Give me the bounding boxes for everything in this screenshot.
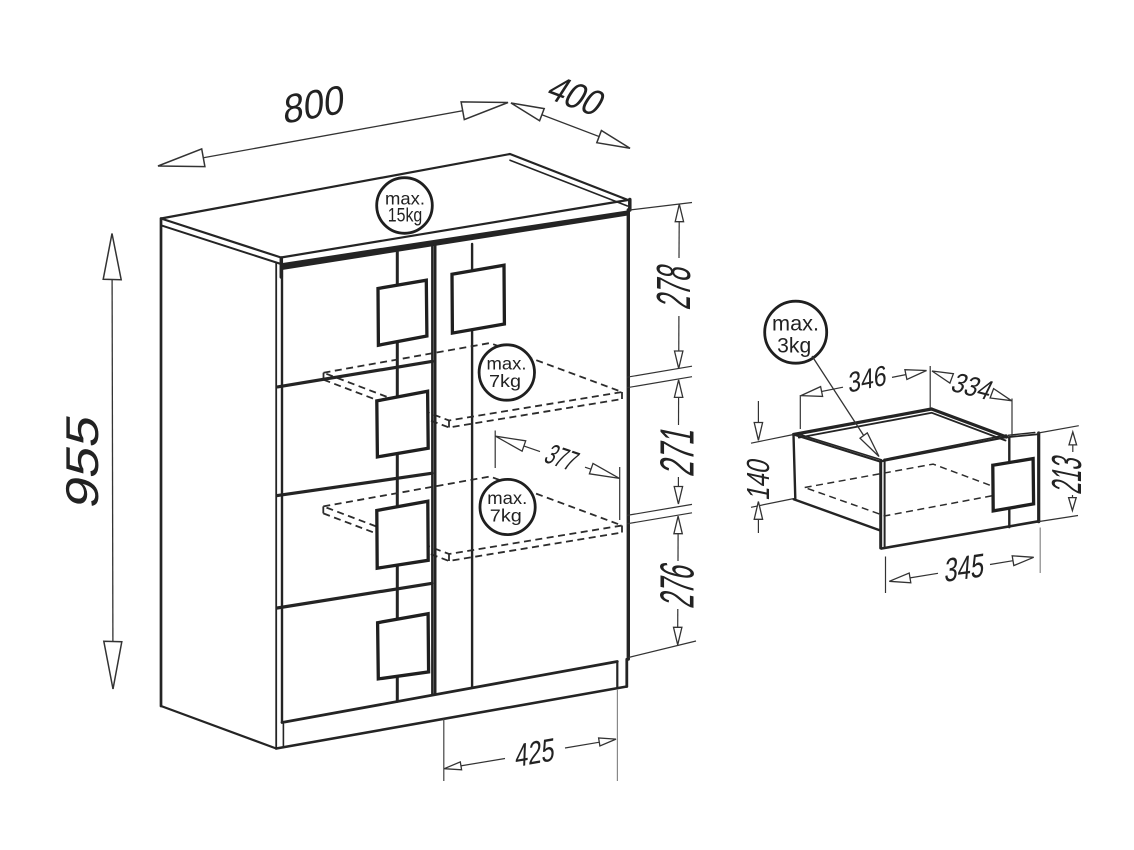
svg-text:7kg: 7kg (490, 505, 522, 525)
svg-text:max.: max. (772, 313, 819, 336)
svg-text:7kg: 7kg (489, 371, 521, 391)
svg-text:max.: max. (487, 488, 527, 508)
svg-text:345: 345 (943, 547, 985, 590)
svg-text:max.: max. (385, 189, 425, 209)
svg-text:800: 800 (283, 75, 345, 133)
svg-text:max.: max. (487, 353, 527, 373)
svg-text:3kg: 3kg (777, 334, 811, 357)
svg-text:15kg: 15kg (388, 206, 423, 227)
svg-text:140: 140 (740, 455, 776, 503)
svg-text:955: 955 (56, 410, 107, 513)
svg-text:271: 271 (651, 421, 704, 479)
svg-text:425: 425 (515, 731, 556, 774)
